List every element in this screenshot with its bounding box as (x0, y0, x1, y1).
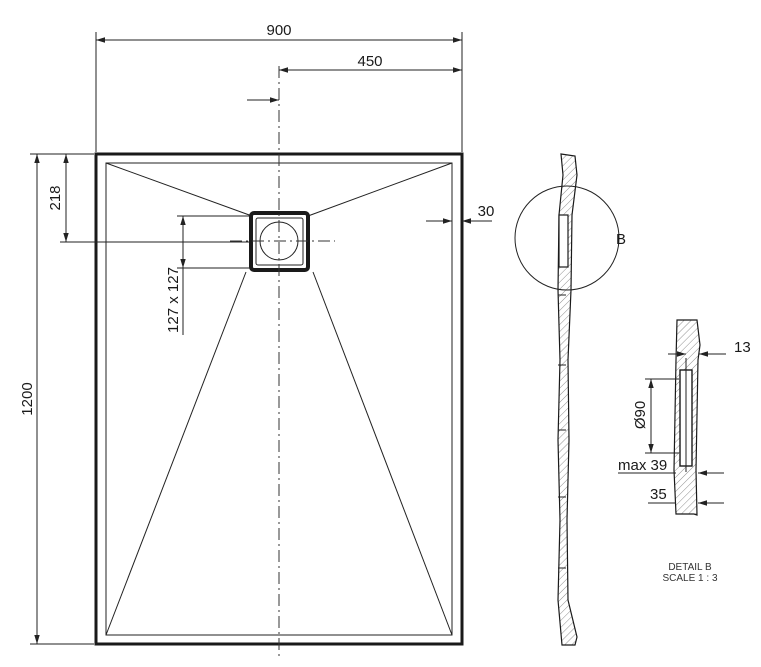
section-body (557, 153, 578, 646)
dim-detail-max: max 39 (618, 457, 667, 474)
side-section-view: B (514, 153, 626, 646)
slope-line-top-right (307, 162, 453, 217)
dim-drain-size: 127 x 127 (165, 267, 182, 333)
dim-detail-diameter: Ø90 (632, 401, 649, 429)
detail-marker: B (616, 231, 626, 248)
detail-caption-scale: SCALE 1 : 3 (662, 573, 717, 584)
dim-rim: 30 (478, 203, 495, 220)
section-drain-pocket (558, 214, 569, 268)
detail-caption-title: DETAIL B (668, 562, 712, 573)
slope-line-bottom-right (312, 271, 453, 636)
detail-circle (514, 185, 620, 291)
dim-width-total: 900 (266, 22, 291, 39)
dim-height-total: 1200 (19, 382, 36, 415)
dim-detail-bottom: 35 (650, 486, 667, 503)
plan-view (94, 66, 464, 660)
plan-dimensions: 900 450 1200 218 127 x 127 30 (19, 22, 495, 645)
dim-drain-offset: 218 (47, 185, 64, 210)
slope-line-bottom-left (105, 271, 247, 636)
dim-detail-top: 13 (734, 339, 751, 356)
dim-width-half: 450 (357, 53, 382, 70)
detail-b-view: 13 Ø90 max 39 35 DETAIL B SCALE 1 : 3 (618, 319, 751, 584)
slope-line-top-left (105, 162, 253, 217)
